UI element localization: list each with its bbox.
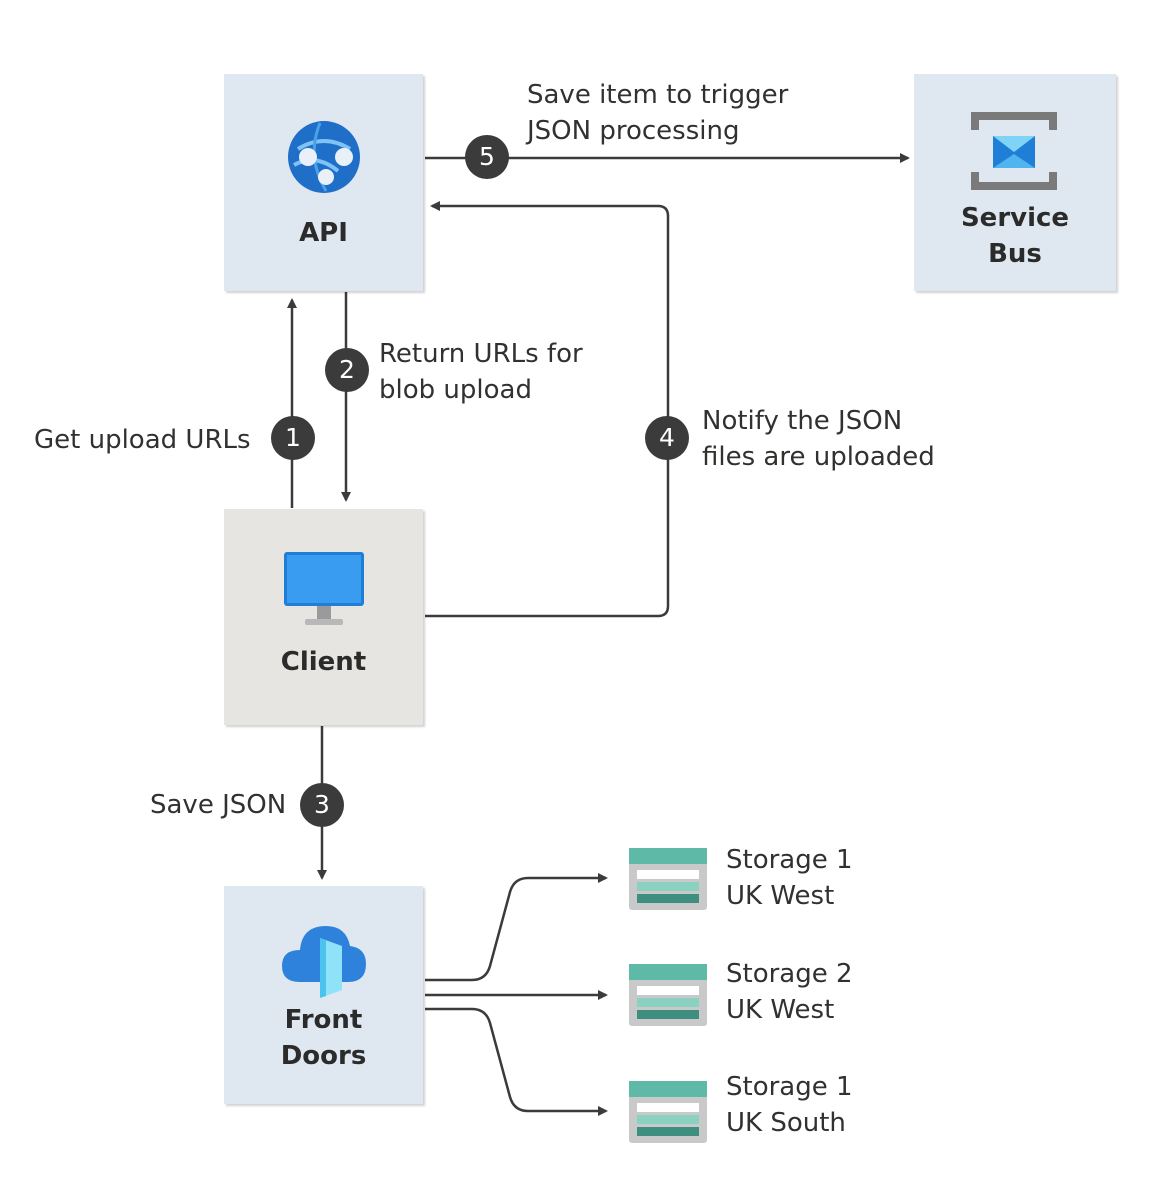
- app-service-globe-icon: [288, 121, 360, 193]
- step-badge-3: 3: [300, 783, 344, 827]
- step-badge-4: 4: [645, 416, 689, 460]
- api-label: API: [299, 218, 348, 248]
- api-node: API: [224, 74, 423, 291]
- step5-label: Save item to trigger JSON processing: [527, 80, 789, 146]
- service-bus-node: Service Bus: [914, 74, 1116, 291]
- connector-storage-1: [425, 873, 608, 982]
- front-doors-label: Front Doors: [280, 1005, 367, 1071]
- storage-item: Storage 1 UK South: [629, 1072, 889, 1145]
- service-bus-envelope-icon: [971, 112, 1057, 190]
- connector-storage-3: [425, 1007, 608, 1116]
- step-badge-2: 2: [325, 348, 369, 392]
- step-badge-1: 1: [271, 416, 315, 460]
- step3-label: Save JSON: [150, 790, 287, 820]
- storage-item: Storage 2 UK West: [629, 959, 889, 1028]
- storage-account-icon: [629, 848, 707, 910]
- step-badge-5: 5: [465, 135, 509, 179]
- client-label: Client: [280, 647, 367, 677]
- storage-account-icon: [629, 964, 707, 1026]
- storage-label: Storage 1 UK West: [726, 845, 853, 911]
- connector-step4: [425, 201, 670, 618]
- step4-label: Notify the JSON files are uploaded: [702, 406, 935, 472]
- client-node: Client: [224, 509, 423, 725]
- storage-label: Storage 2 UK West: [726, 959, 853, 1025]
- step2-label: Return URLs for blob upload: [379, 339, 583, 405]
- service-bus-label: Service Bus: [960, 203, 1070, 269]
- storage-account-icon: [629, 1081, 707, 1143]
- step1-label: Get upload URLs: [34, 425, 251, 455]
- front-door-cloud-icon: [282, 926, 366, 998]
- monitor-icon: [284, 552, 364, 625]
- front-doors-node: Front Doors: [224, 886, 423, 1104]
- storage-item: Storage 1 UK West: [629, 845, 889, 912]
- storage-label: Storage 1 UK South: [726, 1072, 853, 1138]
